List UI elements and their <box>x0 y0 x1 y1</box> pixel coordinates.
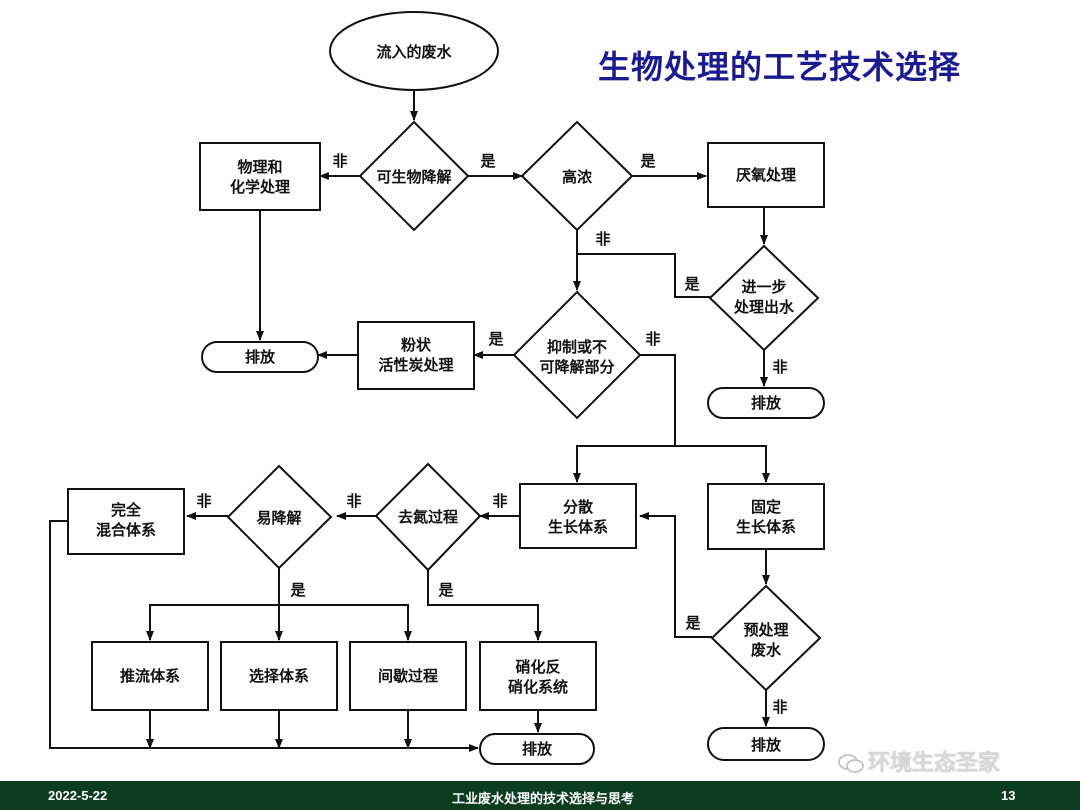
plugflow-label: 推流体系 <box>120 667 180 685</box>
discharge-label-2: 排放 <box>751 394 782 412</box>
further-label-2: 处理出水 <box>733 298 795 316</box>
completemix-box <box>67 488 185 555</box>
flowchart: 流入的废水 可生物降解 物理和 化学处理 高浓 厌氧处理 进一步 处理出水 抑制… <box>49 11 825 765</box>
nitrif-box <box>479 641 597 711</box>
fixed-box <box>707 483 825 550</box>
fixed-label-1: 固定 <box>751 498 781 516</box>
anaerobic-box <box>707 142 825 208</box>
selector-label: 选择体系 <box>249 667 309 685</box>
edge-yes-pac: 是 <box>487 330 504 348</box>
edge-yes-further: 是 <box>683 275 700 293</box>
biodeg-label: 可生物降解 <box>376 168 451 186</box>
anaerobic-label: 厌氧处理 <box>736 166 796 184</box>
edge-no-inhibit: 非 <box>645 330 660 348</box>
edge-no-physchem: 非 <box>332 152 347 170</box>
watermark: 环境生态圣家 <box>838 745 1000 777</box>
easydeg-decision <box>226 464 333 570</box>
start-node <box>329 11 499 91</box>
pretreat-label-2: 废水 <box>751 641 782 659</box>
watermark-text: 环境生态圣家 <box>868 751 1001 776</box>
pac-label-2: 活性炭处理 <box>378 356 453 374</box>
edge-no-easydeg: 非 <box>196 492 211 510</box>
edge-no-highconc: 非 <box>595 230 610 248</box>
discharge-node-1 <box>201 341 319 373</box>
plugflow-box <box>91 641 209 711</box>
discharge-node-2 <box>707 387 825 419</box>
physchem-box <box>199 142 321 211</box>
edge-no-further: 非 <box>772 358 787 376</box>
edge-yes-highconc: 是 <box>479 152 496 170</box>
fixed-label-2: 生长体系 <box>736 518 796 536</box>
inhibit-decision <box>512 290 642 420</box>
discharge-node-3 <box>479 733 595 765</box>
easydeg-label: 易降解 <box>256 509 301 527</box>
inhibit-label-1: 抑制或不 <box>547 338 607 356</box>
physchem-label-1: 物理和 <box>237 158 282 176</box>
discharge-node-4 <box>707 727 825 761</box>
biodegradable-decision <box>358 120 470 232</box>
wechat-icon <box>838 754 864 773</box>
footer-title: 工业废水处理的技术选择与思考 <box>452 791 635 806</box>
denitrify-label: 去氮过程 <box>398 508 458 526</box>
further-decision <box>708 244 820 352</box>
batch-label: 间歇过程 <box>378 667 438 685</box>
batch-box <box>349 641 467 711</box>
discharge-label-3: 排放 <box>522 740 553 758</box>
dispersed-box <box>519 483 637 549</box>
nitrif-label-2: 硝化系统 <box>508 678 568 696</box>
discharge-label-4: 排放 <box>751 736 782 754</box>
edge-yes-easydeg: 是 <box>289 581 306 599</box>
pac-label-1: 粉状 <box>401 336 432 354</box>
dispersed-label-2: 生长体系 <box>548 518 608 536</box>
edge-yes-anaerobic: 是 <box>639 152 656 170</box>
pac-box <box>357 321 475 390</box>
highconc-decision <box>520 120 634 232</box>
pretreat-decision <box>710 584 822 692</box>
completemix-label-1: 完全 <box>111 501 142 519</box>
footer-date: 2022-5-22 <box>48 788 108 803</box>
edge-no-pretreat: 非 <box>772 698 787 716</box>
denitrify-decision <box>374 462 482 572</box>
further-label-1: 进一步 <box>741 278 786 296</box>
dispersed-label-1: 分散 <box>563 498 594 516</box>
slide-footer: 2022-5-22 工业废水处理的技术选择与思考 13 <box>0 781 1080 810</box>
physchem-label-2: 化学处理 <box>230 178 290 196</box>
completemix-label-2: 混合体系 <box>96 521 156 539</box>
pretreat-label-1: 预处理 <box>743 621 788 639</box>
slide-title: 生物处理的工艺技术选择 <box>598 48 962 86</box>
start-label: 流入的废水 <box>376 43 452 61</box>
edge-no-dispersed: 非 <box>492 492 507 510</box>
selector-box <box>220 641 338 711</box>
discharge-label-1: 排放 <box>245 348 276 366</box>
page-number: 13 <box>1001 788 1016 803</box>
edge-no-denitrify: 非 <box>346 492 361 510</box>
highconc-label: 高浓 <box>562 168 593 186</box>
edge-yes-pretreat: 是 <box>684 614 701 632</box>
nitrif-label-1: 硝化反 <box>515 658 560 676</box>
edge-yes-denitrify: 是 <box>437 581 454 599</box>
inhibit-label-2: 可降解部分 <box>539 358 614 376</box>
